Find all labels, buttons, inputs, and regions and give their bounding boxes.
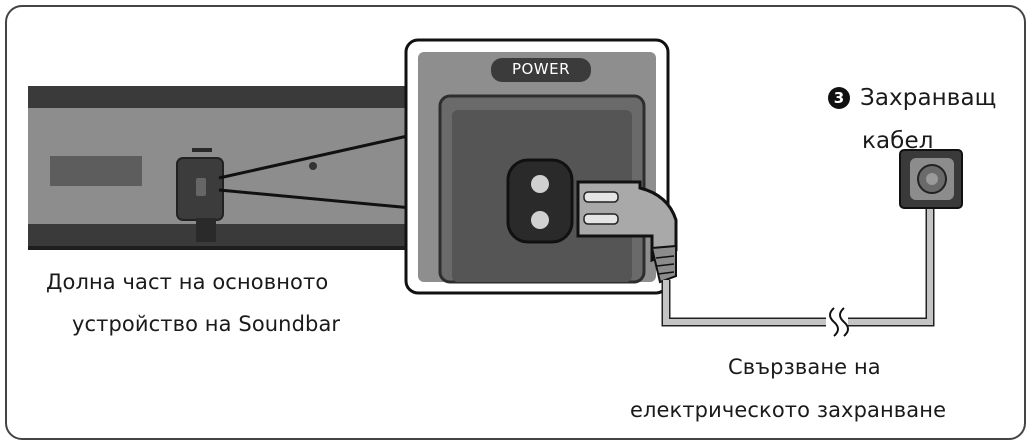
soundbar-bottom-caption-line1: Долна част на основното	[46, 270, 329, 294]
connection-caption-line1: Свързване на	[728, 355, 881, 379]
cable-caption-text: Захранващ	[860, 85, 997, 111]
power-port-label: POWER	[511, 60, 571, 78]
soundbar-bottom-view	[28, 80, 418, 250]
power-port-inset	[404, 38, 678, 295]
soundbar-bottom-caption-line2: устройство на Soundbar	[72, 312, 341, 336]
cable-caption-line1: 3 Захранващ	[828, 85, 996, 111]
connection-caption-line2: електрическото захранване	[630, 398, 947, 422]
power-port-badge	[491, 58, 591, 82]
step-number-badge: 3	[828, 87, 850, 109]
soundbar-label-plate	[50, 156, 142, 186]
figure8-socket	[506, 158, 574, 244]
power-plug	[576, 180, 678, 284]
wall-outlet	[899, 149, 963, 209]
power-cable	[661, 200, 935, 337]
cable-caption-line2: кабел	[862, 128, 934, 154]
